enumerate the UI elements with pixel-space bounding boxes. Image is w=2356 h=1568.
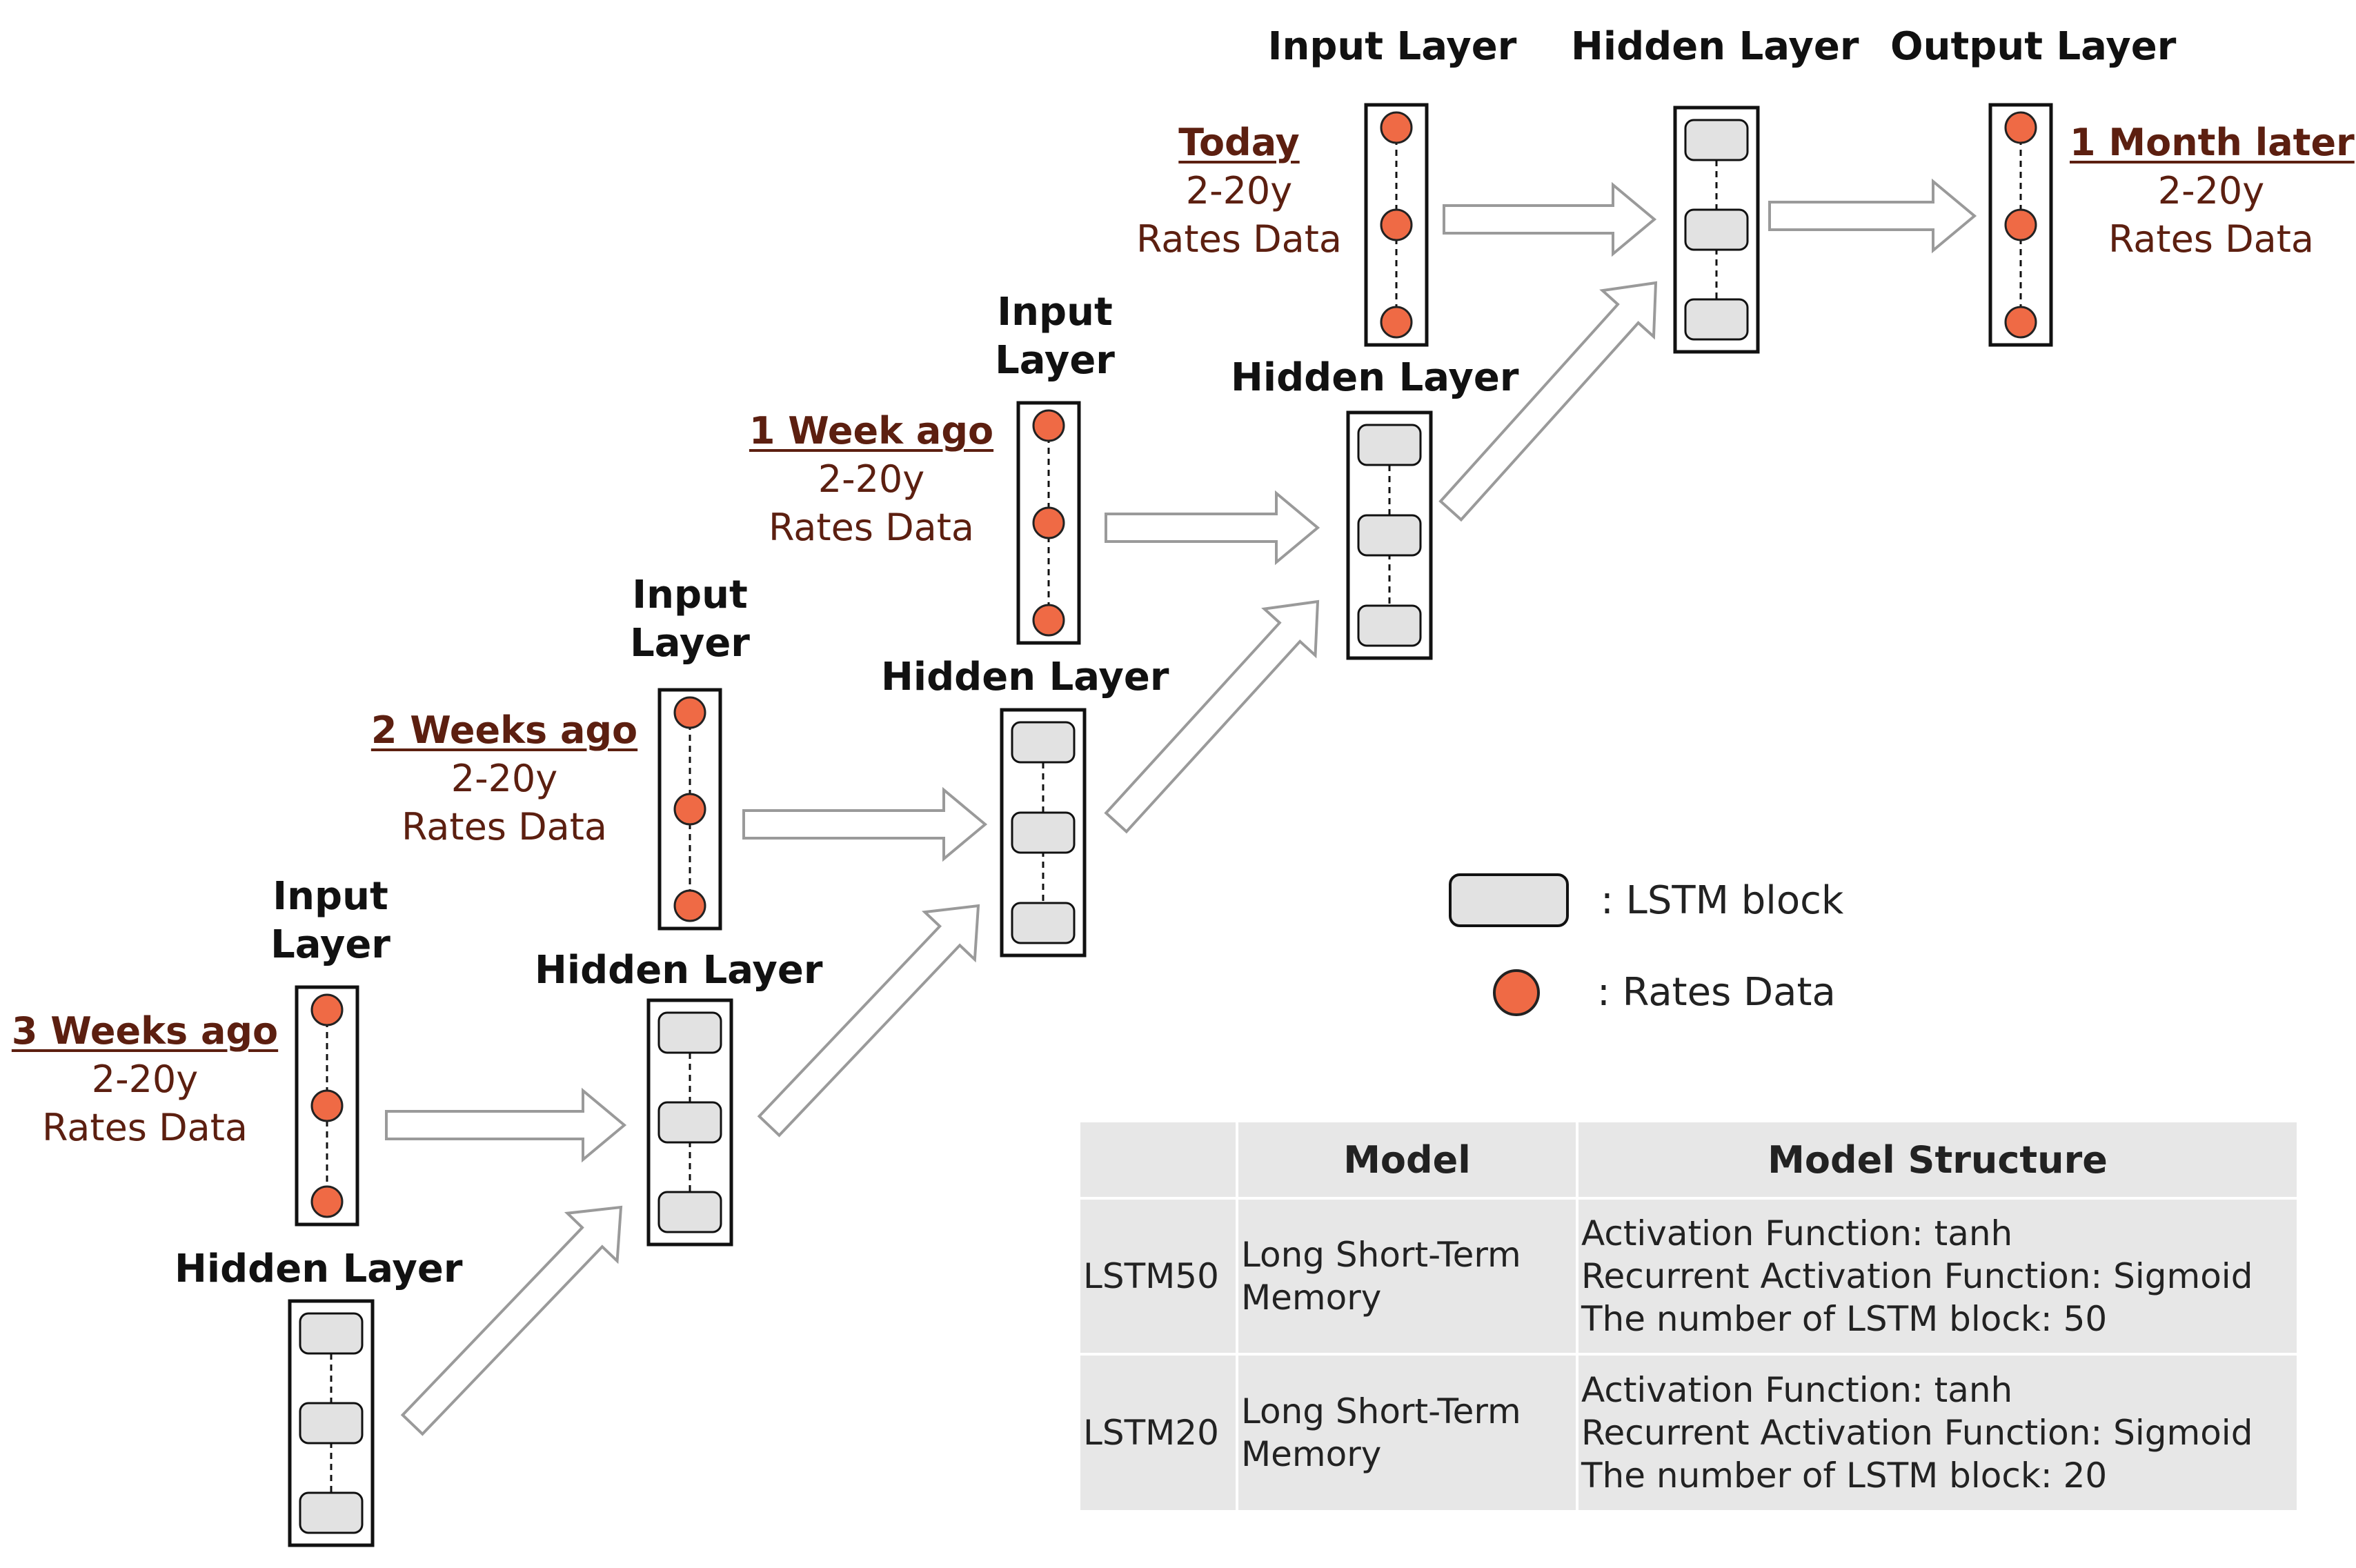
time-label-today: Today — [1178, 121, 1300, 164]
arrow-input-to-hidden-2 — [742, 786, 988, 862]
lstm-block — [299, 1312, 364, 1355]
rates-node — [2004, 306, 2037, 339]
hidden-layer-4 — [1346, 410, 1433, 660]
time-label-1-week: 1 Week ago — [749, 409, 994, 453]
table-header-model: Model — [1237, 1122, 1578, 1200]
model-structure-cell: Activation Function: tanh Recurrent Acti… — [1577, 1198, 2297, 1356]
table-row: LSTM20 Long Short-Term Memory Activation… — [1080, 1354, 2297, 1510]
hidden-layer-label-1: Hidden Layer — [175, 1247, 463, 1291]
legend-lstm-label: : LSTM block — [1601, 878, 1844, 923]
lstm-block — [1011, 902, 1076, 944]
rates-node — [1380, 306, 1413, 339]
input-layer-2-weeks — [657, 688, 722, 931]
range-label-1: 2-20y — [91, 1058, 199, 1101]
data-label-3: Rates Data — [768, 506, 975, 549]
arrow-hidden-to-hidden-4 — [1438, 281, 1658, 522]
rates-node — [673, 889, 706, 922]
rates-node — [1032, 604, 1065, 637]
lstm-block — [657, 1191, 722, 1233]
rates-node — [2004, 111, 2037, 144]
arrow-hidden-to-hidden-1 — [400, 1205, 623, 1436]
arrow-hidden-to-hidden-2 — [757, 904, 980, 1138]
hidden-layer-label-top: Hidden Layer — [1571, 24, 1859, 69]
arrow-input-to-hidden-1 — [385, 1087, 627, 1163]
input-layer-1-week — [1016, 401, 1081, 645]
model-type-cell: Long Short-Term Memory — [1237, 1354, 1578, 1510]
model-type-cell: Long Short-Term Memory — [1237, 1198, 1578, 1356]
hidden-layer-1 — [288, 1299, 375, 1547]
range-label-4: 2-20y — [1185, 169, 1293, 212]
arrow-hidden-to-hidden-3 — [1104, 599, 1320, 834]
rates-node — [1380, 208, 1413, 241]
arrow-input-to-hidden-4 — [1443, 181, 1657, 257]
rates-node — [673, 696, 706, 729]
legend-rates-label: : Rates Data — [1597, 970, 1836, 1015]
lstm-block — [1357, 424, 1422, 466]
data-label-1: Rates Data — [41, 1106, 248, 1149]
hidden-layer-label-4: Hidden Layer — [1231, 355, 1519, 400]
lstm-block — [1684, 298, 1749, 341]
hidden-layer-2 — [646, 998, 733, 1247]
lstm-block — [299, 1491, 364, 1534]
hidden-layer-3 — [1000, 708, 1087, 957]
lstm-block — [1011, 721, 1076, 764]
data-label-2: Rates Data — [401, 805, 608, 848]
hidden-layer-5 — [1673, 106, 1760, 354]
input-layer-3-weeks — [295, 985, 359, 1227]
lstm-block — [1684, 119, 1749, 161]
rates-node — [1032, 506, 1065, 539]
hidden-layer-label-3: Hidden Layer — [881, 655, 1169, 699]
rates-node — [310, 1185, 344, 1218]
model-name-cell: LSTM20 — [1080, 1354, 1238, 1510]
model-structure-cell: Activation Function: tanh Recurrent Acti… — [1581, 1370, 2253, 1496]
model-name-cell: LSTM50 — [1080, 1198, 1238, 1356]
input-layer-label-4: Input Layer — [1267, 24, 1517, 69]
time-label-3-weeks: 3 Weeks ago — [11, 1009, 279, 1053]
model-table: Model Model Structure LSTM50 Long Short-… — [1080, 1122, 2297, 1510]
range-label-2: 2-20y — [451, 757, 558, 800]
rates-node — [2004, 208, 2037, 241]
lstm-block — [657, 1101, 722, 1144]
rates-node — [310, 1089, 344, 1122]
table-header-name — [1080, 1122, 1238, 1200]
lstm-block — [1011, 811, 1076, 854]
range-label-3: 2-20y — [818, 457, 925, 501]
data-label-output: Rates Data — [2108, 217, 2315, 261]
rates-node — [1032, 409, 1065, 442]
output-layer-label: Output Layer — [1890, 24, 2177, 69]
table-header-structure: Model Structure — [1577, 1122, 2297, 1200]
legend-rates-node-icon — [1493, 969, 1540, 1016]
rates-node — [673, 793, 706, 826]
lstm-block — [1357, 604, 1422, 647]
lstm-block — [1357, 514, 1422, 557]
lstm-block — [1684, 208, 1749, 251]
arrow-hidden-to-output — [1768, 178, 1977, 254]
legend-lstm-block-icon — [1449, 873, 1569, 927]
hidden-layer-label-2: Hidden Layer — [535, 948, 823, 993]
input-layer-today — [1364, 103, 1429, 347]
output-layer — [1988, 103, 2053, 347]
rates-node — [1380, 111, 1413, 144]
lstm-block — [657, 1011, 722, 1054]
rates-node — [310, 993, 344, 1026]
data-label-4: Rates Data — [1136, 217, 1343, 261]
table-header-row: Model Model Structure — [1080, 1122, 2297, 1200]
table-row: LSTM50 Long Short-Term Memory Activation… — [1080, 1198, 2297, 1356]
time-label-2-weeks: 2 Weeks ago — [370, 708, 638, 752]
range-label-output: 2-20y — [2157, 169, 2265, 212]
arrow-input-to-hidden-3 — [1105, 490, 1320, 566]
time-label-1-month-later: 1 Month later — [2070, 121, 2355, 164]
lstm-block — [299, 1402, 364, 1445]
